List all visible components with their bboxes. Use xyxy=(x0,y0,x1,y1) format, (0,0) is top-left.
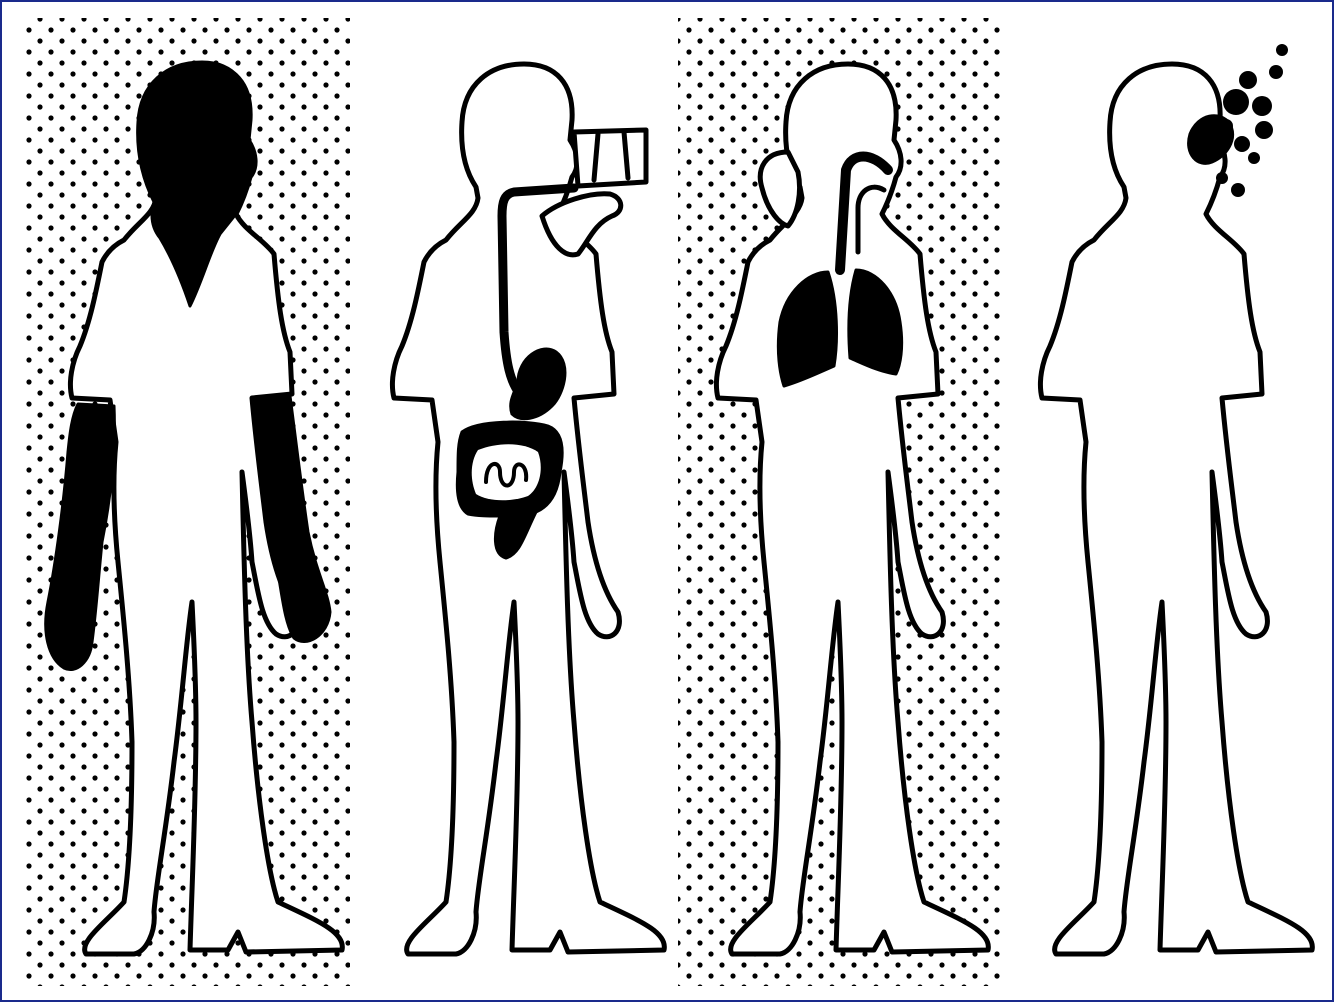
drinking-container-icon xyxy=(574,130,646,186)
person-outline xyxy=(1040,64,1312,954)
panel-ingestion xyxy=(392,64,664,954)
panel-eye-exposure xyxy=(1040,44,1312,954)
